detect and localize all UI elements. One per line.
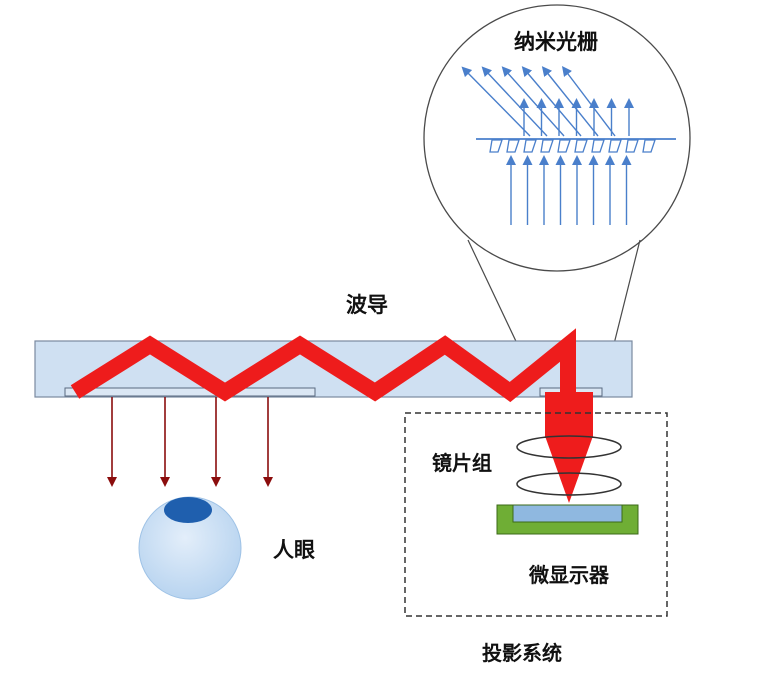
label-micro-display: 微显示器 [528,563,610,587]
label-projection-system: 投影系统 [482,641,562,665]
grating-tooth [642,139,656,153]
output-rays [107,397,273,487]
incoming-light-arrows [506,155,632,225]
diffracted-arrow [501,66,565,137]
grating-tooth [625,139,639,153]
diffracted-arrow [521,66,582,137]
lens-top [516,435,622,459]
grating-tooth [506,139,520,153]
grating-tooth [608,139,622,153]
label-nano-grating: 纳米光栅 [514,30,598,54]
grating-teeth [489,139,656,153]
light-cone [545,436,593,503]
grating-tooth [574,139,588,153]
label-human-eye: 人眼 [273,538,315,562]
grating-tooth [489,139,503,153]
light-beam-vertical [545,392,593,438]
grating-tooth [523,139,537,153]
display-panel [512,504,623,523]
human-eye [138,496,242,600]
label-lens-group: 镜片组 [432,451,492,475]
label-waveguide: 波导 [346,293,388,317]
grating-tooth [557,139,571,153]
grating-tooth [591,139,605,153]
grating-tooth [540,139,554,153]
eye-ball [138,496,242,600]
vertical-diffraction-arrows [519,98,634,136]
diffracted-arrow [481,66,548,137]
light-path-zigzag [70,328,576,403]
lens-group [516,435,622,503]
micro-display [496,504,639,535]
diffracted-arrow [461,66,531,137]
lens-bottom [516,472,622,496]
projection-system-box [404,412,668,617]
eye-iris [164,497,212,523]
nano-grating [461,66,676,225]
out-coupling-grating [64,387,316,397]
